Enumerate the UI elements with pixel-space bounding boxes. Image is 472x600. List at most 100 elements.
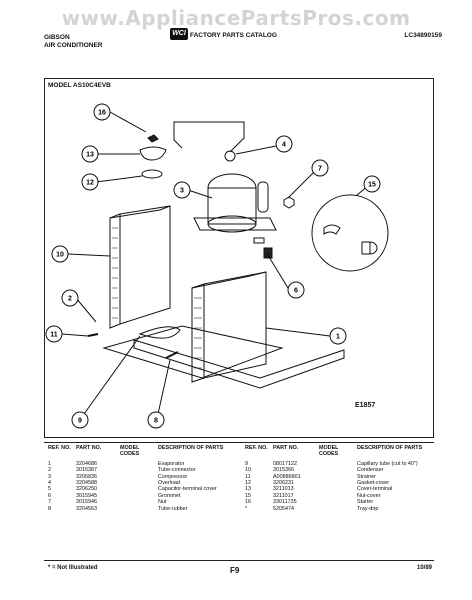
table-row: 6 3015945 Grommet — [48, 493, 238, 499]
callout-11: 11 — [45, 325, 63, 343]
cell-desc: Capacitor-terminal cover — [158, 486, 217, 493]
table-row: 5 3206250 Capacitor-terminal cover — [48, 486, 238, 492]
callout-7-label: 7 — [318, 166, 322, 173]
table-bottom-rule — [44, 560, 434, 561]
cell-ref: 15 — [245, 492, 251, 499]
cell-ref: * — [245, 505, 248, 512]
catalog-title: FACTORY PARTS CATALOG — [190, 32, 277, 39]
callout-10: 10 — [51, 245, 69, 263]
cell-desc: Nut — [158, 499, 167, 506]
cell-part: 3015945 — [76, 492, 97, 499]
table-row: 1 3204686 Evaporator — [48, 461, 238, 467]
callout-12: 12 — [81, 173, 99, 191]
callout-12-label: 12 — [86, 180, 94, 187]
cell-desc: Condenser — [357, 467, 384, 474]
cell-part: 3206836 — [76, 473, 97, 480]
cell-ref: 5 — [48, 486, 51, 493]
cell-ref: 8 — [48, 505, 51, 512]
callout-15: 15 — [363, 175, 381, 193]
cell-desc: Tube-rubber — [158, 505, 188, 512]
callout-9-label: 9 — [78, 418, 82, 425]
cell-desc: Overload — [158, 480, 180, 487]
callout-15-label: 15 — [368, 182, 376, 189]
cell-ref: 7 — [48, 499, 51, 506]
catalog-date: 10/89 — [416, 565, 432, 571]
table-header-row: REF. NO. PART NO. MODEL CODES DESCRIPTIO… — [48, 445, 238, 461]
callout-16-label: 16 — [98, 110, 106, 117]
cell-desc: Compressor — [158, 473, 188, 480]
parts-table-left: REF. NO. PART NO. MODEL CODES DESCRIPTIO… — [48, 445, 238, 512]
cell-desc: Capillary tube (cut to 40") — [357, 460, 418, 467]
cell-desc: Starter — [357, 499, 374, 506]
callout-6: 6 — [287, 281, 305, 299]
cell-desc: Strainer — [357, 473, 376, 480]
watermark: www.AppliancePartsPros.com — [61, 6, 411, 30]
callout-11-label: 11 — [50, 332, 58, 339]
cell-part: 3015366 — [273, 467, 294, 474]
cell-ref: 16 — [245, 499, 251, 506]
cell-desc: Grommet — [158, 492, 181, 499]
cell-ref: 1 — [48, 460, 51, 467]
callout-4-label: 4 — [282, 142, 286, 149]
cell-ref: 6 — [48, 492, 51, 499]
brand-line-1: GIBSON — [44, 34, 70, 41]
cell-ref: 10 — [245, 467, 251, 474]
callout-8: 8 — [147, 411, 165, 429]
cell-part: 3211017 — [273, 492, 294, 499]
col-part: PART NO. — [273, 445, 299, 451]
col-model: MODEL CODES — [319, 445, 339, 458]
cell-desc: Tube-connector — [158, 467, 196, 474]
cell-desc: Nut-cover — [357, 492, 381, 499]
cell-ref: 11 — [245, 473, 251, 480]
table-row: 10 3015366 Condenser — [245, 467, 435, 473]
diagram-frame — [44, 78, 434, 438]
callout-4: 4 — [275, 135, 293, 153]
callout-6-label: 6 — [294, 288, 298, 295]
brand-line-2: AIR CONDITIONER — [44, 42, 103, 49]
callout-9: 9 — [71, 411, 89, 429]
catalog-code: LC34890159 — [404, 32, 442, 39]
cell-desc: Evaporator — [158, 460, 185, 467]
cell-part: 3204588 — [76, 480, 97, 487]
cell-model — [319, 506, 357, 512]
brand-block: GIBSON AIR CONDITIONER — [44, 34, 103, 50]
cell-part: 08017122 — [273, 460, 297, 467]
page-number: F9 — [230, 566, 240, 575]
callout-3: 3 — [173, 181, 191, 199]
model-label: MODEL AS10C4EVB — [48, 82, 111, 89]
cell-part: 33011735 — [273, 499, 297, 506]
cell-ref: 9 — [245, 460, 248, 467]
cell-ref: 12 — [245, 480, 251, 487]
parts-table-right: REF. NO. PART NO. MODEL CODES DESCRIPTIO… — [245, 445, 435, 512]
callout-16: 16 — [93, 103, 111, 121]
footnote: * = Not Illustrated — [48, 565, 98, 571]
callout-1-label: 1 — [336, 334, 340, 341]
callout-3-label: 3 — [180, 188, 184, 195]
cell-part: 3206250 — [76, 486, 97, 493]
table-row: 9 08017122 Capillary tube (cut to 40") — [245, 461, 435, 467]
callout-2: 2 — [61, 289, 79, 307]
col-desc: DESCRIPTION OF PARTS — [357, 445, 423, 451]
col-model: MODEL CODES — [120, 445, 140, 458]
cell-model — [120, 506, 158, 512]
cell-ref: 13 — [245, 486, 251, 493]
callout-1: 1 — [329, 327, 347, 345]
cell-ref: 4 — [48, 480, 51, 487]
cell-part: 5205474 — [273, 505, 294, 512]
table-top-rule — [44, 442, 434, 443]
cell-part: 3204686 — [76, 460, 97, 467]
table-row: 3 3206836 Compressor — [48, 474, 238, 480]
cell-part: 3211013 — [273, 486, 294, 493]
col-part: PART NO. — [76, 445, 102, 451]
callout-13: 13 — [81, 145, 99, 163]
exploded-parts-diagram: 16 4 13 12 7 3 15 10 6 2 11 1 9 8 — [45, 103, 389, 429]
cell-ref: 3 — [48, 473, 51, 480]
cell-part: 3015387 — [76, 467, 97, 474]
